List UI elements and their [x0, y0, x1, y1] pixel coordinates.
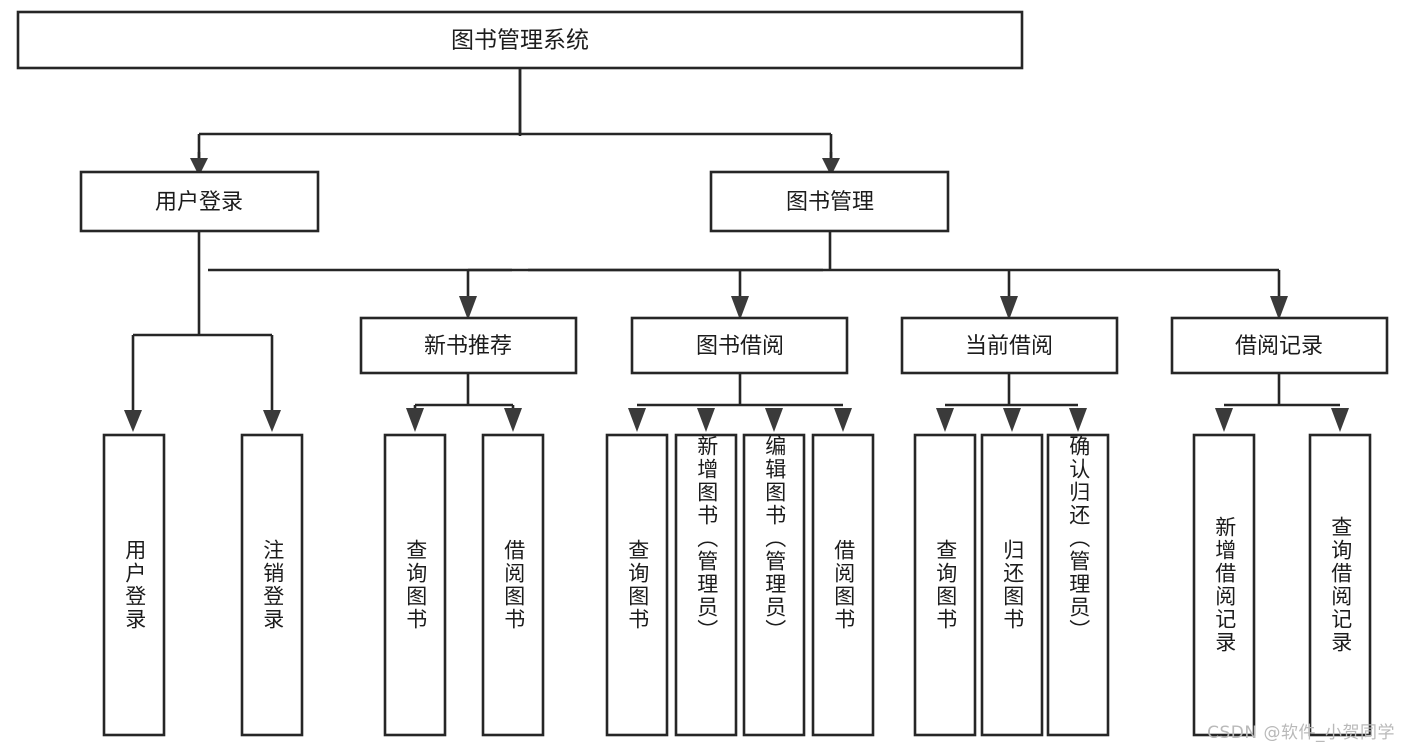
leaf-rect-borrow-record-1[interactable]: [1192, 433, 1256, 737]
leaf-rect-user-login-1[interactable]: [102, 433, 166, 737]
connector-group-root-correct: [190, 68, 840, 176]
leaf-rect-book-borrow-2[interactable]: [674, 433, 738, 737]
arrow-head-nb-leaf-2: [504, 408, 522, 432]
arrow-head-cb-leaf-2: [1003, 408, 1021, 432]
csdn-watermark: CSDN @软件_小贺同学: [1207, 723, 1395, 743]
arrow-head-bb-leaf-3: [765, 408, 783, 432]
leaf-rect-book-borrow-3[interactable]: [742, 433, 806, 737]
connector-group-user-login: [124, 231, 281, 432]
arrow-head-leaf-user-2: [263, 410, 281, 432]
node-root-rect: [16, 10, 1024, 70]
node-current-borrow-label: 当前借阅: [965, 334, 1053, 359]
arrow-head-br-leaf-1: [1215, 408, 1233, 432]
arrow-head-nb-leaf-1: [406, 408, 424, 432]
arrow-head-book-manage: [822, 158, 840, 176]
canvas-mask-a: [512, 136, 528, 276]
node-book-borrow[interactable]: 图书借阅: [630, 316, 849, 375]
arrow-head-bb-leaf-4: [834, 408, 852, 432]
arrow-head-cb-leaf-3: [1069, 408, 1087, 432]
arrow-head-bb-leaf-2: [697, 408, 715, 432]
leaf-rect-book-borrow-1[interactable]: [605, 433, 669, 737]
node-new-book-recommend-rect: [359, 316, 578, 375]
arrow-head-user-login: [190, 158, 208, 176]
node-book-borrow-label: 图书借阅: [696, 334, 784, 359]
arrow-head-book-borrow: [731, 296, 749, 320]
arrow-head-bb-leaf-1: [628, 408, 646, 432]
node-new-book-recommend-label: 新书推荐: [424, 334, 512, 359]
leaf-rect-new-book-1[interactable]: [383, 433, 447, 737]
node-user-login-label: 用户登录: [155, 190, 243, 215]
connector-group-borrow-record: [1215, 373, 1349, 432]
arrow-head-borrow-record: [1270, 296, 1288, 320]
arrow-head-new-book: [459, 296, 477, 320]
leaf-rect-borrow-record-2[interactable]: [1308, 433, 1372, 737]
connector-group-new-book: [406, 373, 522, 432]
node-current-borrow[interactable]: 当前借阅: [900, 316, 1119, 375]
node-book-management[interactable]: 图书管理: [709, 170, 950, 233]
node-borrow-record-label: 借阅记录: [1235, 334, 1323, 359]
leaf-rect-current-borrow-1[interactable]: [913, 433, 977, 737]
node-user-login[interactable]: 用户登录: [79, 170, 320, 233]
node-root[interactable]: 图书管理系统: [16, 10, 1024, 70]
node-root-label: 图书管理系统: [451, 28, 589, 54]
leaf-rect-new-book-2[interactable]: [481, 433, 545, 737]
arrow-head-leaf-user-1: [124, 410, 142, 432]
node-new-book-recommend[interactable]: 新书推荐: [359, 316, 578, 375]
connector-group-book-borrow: [628, 373, 852, 432]
node-borrow-record[interactable]: 借阅记录: [1170, 316, 1389, 375]
connector-group-book-management: [459, 231, 1288, 320]
node-current-borrow-rect: [900, 316, 1119, 375]
leaf-rect-user-login-2[interactable]: [240, 433, 304, 737]
connector-group-current-borrow: [936, 373, 1087, 432]
arrow-head-cb-leaf-1: [936, 408, 954, 432]
leaf-rect-book-borrow-4[interactable]: [811, 433, 875, 737]
leaf-rect-current-borrow-2[interactable]: [980, 433, 1044, 737]
node-book-management-label: 图书管理: [786, 190, 874, 215]
node-borrow-record-rect: [1170, 316, 1389, 375]
arrow-head-br-leaf-2: [1331, 408, 1349, 432]
arrow-head-current-borrow: [1000, 296, 1018, 320]
leaf-rect-current-borrow-3[interactable]: [1046, 433, 1110, 737]
